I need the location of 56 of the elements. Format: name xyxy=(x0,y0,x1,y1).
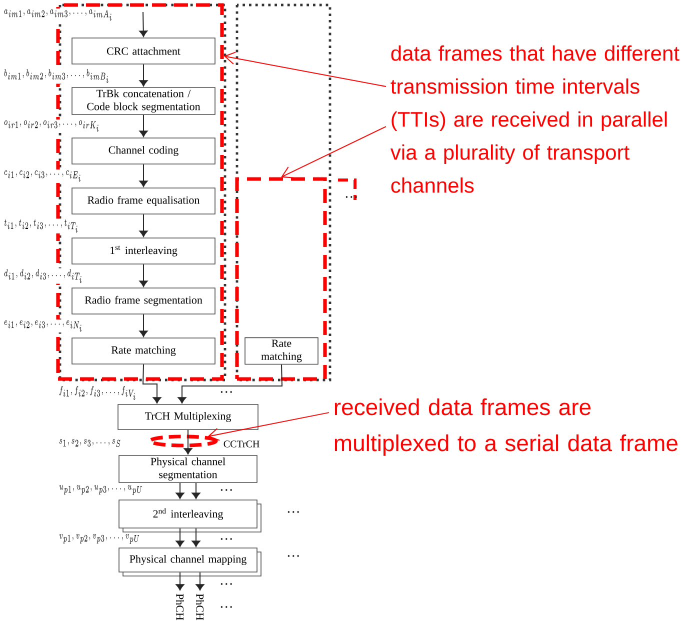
arrow xyxy=(139,114,148,137)
ellipsis: … xyxy=(288,555,299,557)
arrow xyxy=(139,264,148,287)
arrow xyxy=(176,572,184,590)
process-box: Physical channel segmentation xyxy=(118,455,258,483)
highlight-box xyxy=(235,177,327,381)
process-box: Physical channel mapping xyxy=(118,548,262,576)
arrow xyxy=(139,164,148,187)
process-box: CRC attachment xyxy=(72,38,216,64)
arrow xyxy=(139,12,148,37)
sequence-label: $o_{ir1}, o_{ir2}, o_{ir3}, \ldots, o_{irK_i}$ xyxy=(3,120,101,132)
sequence-label: $e_{i1}, e_{i2}, e_{i3}, \ldots, e_{iN_i}$ xyxy=(3,320,84,332)
leader-line xyxy=(224,52,386,87)
arrow xyxy=(142,364,162,404)
arrow xyxy=(184,429,192,454)
sequence-label: $u_{p1}, u_{p2}, u_{p3}, \ldots, u_{pU}$ xyxy=(58,484,144,496)
process-box: Radio frame segmentation xyxy=(72,288,216,314)
ellipsis: … xyxy=(220,606,232,608)
arrow xyxy=(196,572,204,590)
ellipsis: … xyxy=(220,391,232,393)
arrow xyxy=(176,528,184,547)
sequence-label: $v_{p1}, v_{p2}, v_{p3}, \ldots, v_{pU}$ xyxy=(58,533,141,545)
arrow xyxy=(139,214,148,237)
leader-line xyxy=(281,126,386,178)
arrow xyxy=(176,482,184,499)
sequence-label: $f_{i1}, f_{i2}, f_{i3}, \ldots, f_{iV_i}$ xyxy=(58,385,138,401)
channel-label: PhCH xyxy=(196,594,204,620)
sequence-label: $d_{i1}, d_{i2}, d_{i3}, \ldots, d_{iT_i}$ xyxy=(3,268,84,284)
arrow xyxy=(139,314,148,337)
channel-label: CCTrCH xyxy=(224,440,260,448)
process-box: TrCH Multiplexing xyxy=(118,404,258,430)
sequence-label: $a_{im1}, a_{im2}, a_{im3}, \ldots, a_{imA_i}$ xyxy=(3,8,114,22)
sequence-label: $s_{1}, s_{2}, s_{3}, \ldots, s_{S}$ xyxy=(58,438,122,448)
process-box: Radio frame equalisation xyxy=(72,188,216,214)
annotation-text: data frames that have different transmission time intervals (TTIs) are received in parallel via a plurality of transport channels xyxy=(390,45,680,193)
process-box: Rate matching xyxy=(244,337,318,365)
ellipsis: … xyxy=(346,196,357,198)
annotation-text: received data frames are multiplexed to a serial data frame xyxy=(334,398,678,456)
highlight-ellipse xyxy=(148,434,218,448)
arrow xyxy=(192,482,200,499)
process-box: Channel coding xyxy=(72,138,216,164)
ellipsis: … xyxy=(220,538,232,540)
process-box: TrBk concatenation / Code block segmentation xyxy=(72,87,216,115)
arrow xyxy=(139,64,148,86)
process-box: 1$^{st}$ interleaving xyxy=(72,238,216,264)
process-box: 2$^{nd}$ interleaving xyxy=(118,500,262,532)
channel-label: PhCH xyxy=(176,594,184,620)
leader-line xyxy=(208,412,330,441)
arrow xyxy=(178,364,283,404)
sequence-label: $t_{i1}, t_{i2}, t_{i3}, \ldots, t_{iT_i}$ xyxy=(3,218,80,234)
sequence-label: $c_{i1}, c_{i2}, c_{i3}, \ldots, c_{iE_i}$ xyxy=(3,170,83,182)
arrow xyxy=(192,528,200,547)
process-box: Rate matching xyxy=(72,338,216,364)
ellipsis: … xyxy=(288,511,299,513)
sequence-label: $b_{im1}, b_{im2}, b_{im3}, \ldots, b_{imB_i}$ xyxy=(3,68,110,84)
ellipsis: … xyxy=(220,489,232,491)
